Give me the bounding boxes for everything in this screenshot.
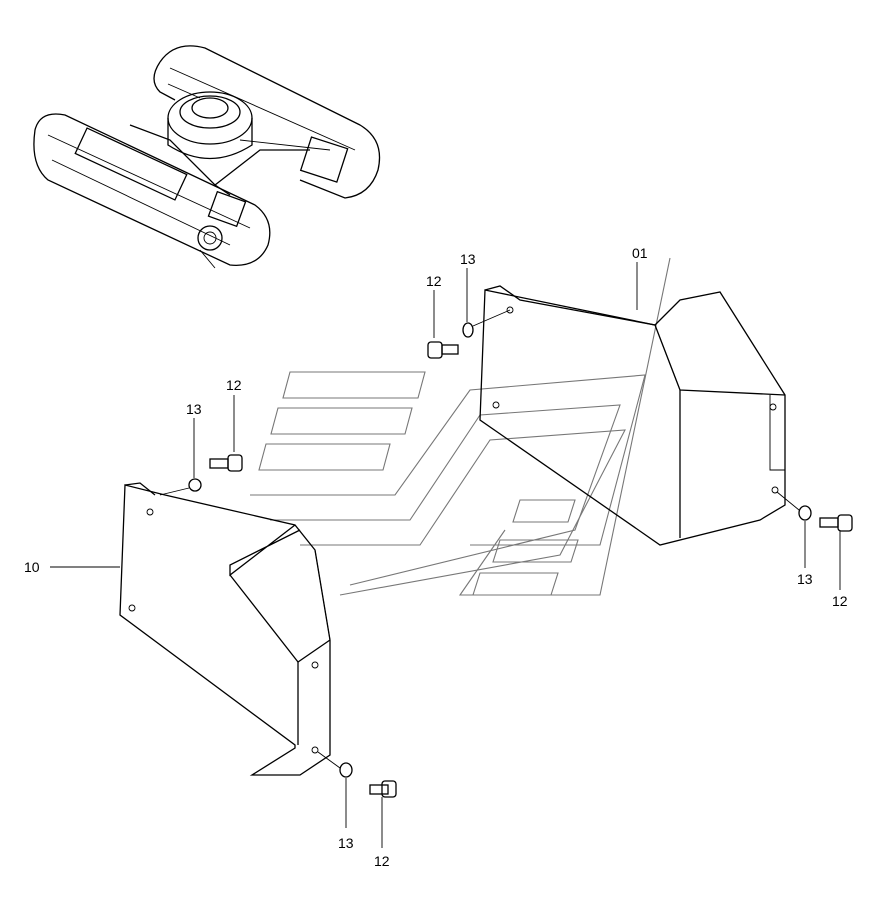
- callout-13-right: 13: [797, 571, 813, 587]
- callout-12-bottom: 12: [374, 853, 390, 869]
- callout-13-left: 13: [186, 401, 202, 417]
- callout-13-bottom: 13: [338, 835, 354, 851]
- callout-10: 10: [24, 559, 40, 575]
- cover-part-10: [119, 482, 331, 776]
- callout-01: 01: [632, 245, 648, 261]
- washer-icon: [462, 322, 474, 338]
- cover-part-01: [479, 285, 786, 546]
- callout-13-top: 13: [460, 251, 476, 267]
- fastener-set-left: [159, 395, 243, 496]
- watermark-logo: [250, 257, 671, 596]
- callout-12-top: 12: [426, 273, 442, 289]
- bolt-icon: [819, 514, 853, 532]
- washer-icon: [339, 762, 353, 778]
- undercarriage-illustration: [33, 45, 381, 269]
- bolt-icon: [369, 780, 397, 798]
- bolt-icon: [427, 341, 459, 359]
- washer-icon: [188, 478, 202, 492]
- callout-12-left: 12: [226, 377, 242, 393]
- fastener-set-bottom: [317, 751, 397, 848]
- callout-12-right: 12: [832, 593, 848, 609]
- washer-icon: [798, 505, 812, 521]
- bolt-icon: [209, 454, 243, 472]
- fastener-set-top: [427, 268, 511, 359]
- fastener-set-right: [776, 491, 853, 590]
